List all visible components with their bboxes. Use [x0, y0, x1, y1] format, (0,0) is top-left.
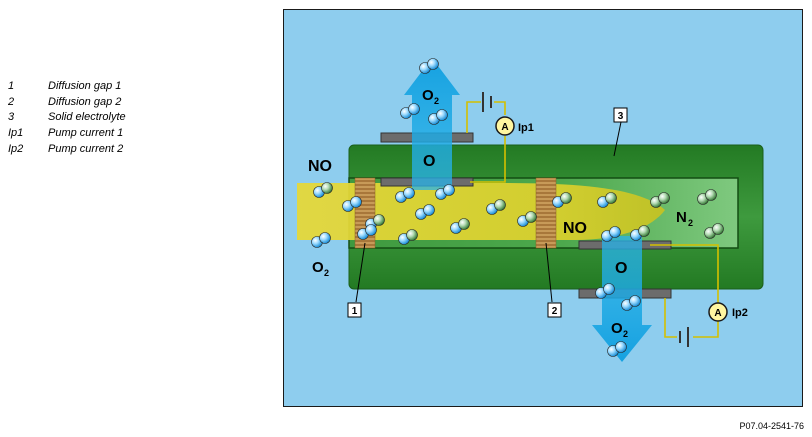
label-o-top: O — [423, 153, 435, 170]
label-o2-bottom: O 2 — [611, 320, 628, 339]
label-o2-top-base: O — [422, 87, 434, 104]
pump-circuit-1 — [466, 101, 506, 183]
molecule-icon — [419, 58, 439, 74]
label-o2-bottom-sub: 2 — [623, 329, 628, 339]
figure-id: P07.04-2541-76 — [739, 421, 804, 431]
molecule-icon — [607, 341, 627, 357]
label-n2-sub: 2 — [688, 218, 693, 228]
label-o2-top-sub: 2 — [434, 96, 439, 106]
molecule-icon — [395, 187, 415, 203]
molecule-icon — [517, 211, 537, 227]
callout-2: 2 — [545, 242, 562, 318]
legend-key: 3 — [8, 111, 15, 124]
label-o2-bottom-base: O — [611, 320, 623, 337]
callout-1: 1 — [347, 242, 366, 318]
molecule-icon — [486, 199, 506, 215]
molecule-icon — [630, 225, 650, 241]
ammeter-ip1-symbol: A — [501, 122, 508, 133]
molecule-icon — [595, 283, 615, 299]
molecule-icon — [601, 226, 621, 242]
molecule-icon — [435, 184, 455, 200]
molecule-icon — [450, 218, 470, 234]
callout-1-label: 1 — [352, 306, 358, 317]
label-no-inner: NO — [563, 220, 587, 237]
molecule-icon — [428, 109, 448, 125]
molecule-icon — [342, 196, 362, 212]
label-o-bottom: O — [615, 260, 627, 277]
molecule-icon — [621, 295, 641, 311]
molecule-icon — [597, 192, 617, 208]
label-o2-top: O 2 — [422, 87, 439, 106]
oxygen-pump-arrow-down — [592, 236, 652, 362]
battery-2 — [679, 327, 689, 347]
ammeter-ip2-symbol: A — [714, 308, 721, 319]
molecule-icon — [357, 224, 377, 240]
molecule-icon — [552, 192, 572, 208]
label-n2-base: N — [676, 209, 687, 226]
legend-item: 1 Diffusion gap 1 — [8, 79, 126, 95]
legend-item: 2 Diffusion gap 2 — [8, 95, 126, 111]
callout-3: 3 — [613, 107, 628, 157]
ammeter-ip1-label: Ip1 — [518, 122, 534, 134]
legend-key: 2 — [8, 95, 15, 108]
legend: 1 Diffusion gap 1 2 Diffusion gap 2 3 Solid e… — [8, 79, 126, 157]
molecule-icon — [400, 103, 420, 119]
molecule-icon — [650, 192, 670, 208]
legend-label: Pump current 1 — [48, 127, 124, 140]
label-o2-inlet-base: O — [312, 259, 324, 276]
legend-item: 3 Solid electrolyte — [8, 110, 126, 126]
legend-item: Ip2 Pump current 2 — [8, 142, 126, 158]
battery-1 — [482, 92, 492, 112]
ammeter-ip1 — [495, 116, 515, 136]
legend-label: Diffusion gap 1 — [48, 80, 122, 92]
legend-key: Ip1 — [8, 127, 24, 140]
legend-item: Ip1 Pump current 1 — [8, 126, 126, 142]
label-o2-inlet: O 2 — [312, 259, 329, 278]
label-o2-inlet-sub: 2 — [324, 268, 329, 278]
ammeter-ip2-label: Ip2 — [732, 307, 748, 319]
exhaust-gas-stream — [297, 183, 665, 240]
legend-label: Solid electrolyte — [48, 111, 126, 124]
legend-label: Pump current 2 — [48, 142, 124, 155]
legend-label: Diffusion gap 2 — [48, 95, 122, 108]
molecule-icon — [398, 229, 418, 245]
label-no-inlet: NO — [308, 158, 332, 175]
callout-3-label: 3 — [618, 111, 624, 122]
ammeter-ip2 — [708, 302, 728, 322]
label-n2: N 2 — [676, 209, 693, 228]
molecule-icon — [697, 189, 717, 205]
legend-key: Ip2 — [8, 142, 24, 155]
molecule-icon — [313, 182, 333, 198]
gas-molecules — [311, 58, 724, 357]
molecule-icon — [415, 204, 435, 220]
molecule-icon — [311, 232, 331, 248]
callout-2-label: 2 — [552, 306, 558, 317]
molecule-icon — [704, 223, 724, 239]
legend-key: 1 — [8, 80, 15, 92]
diffusion-barrier-2 — [535, 177, 557, 249]
pump-circuit-2 — [650, 244, 719, 338]
